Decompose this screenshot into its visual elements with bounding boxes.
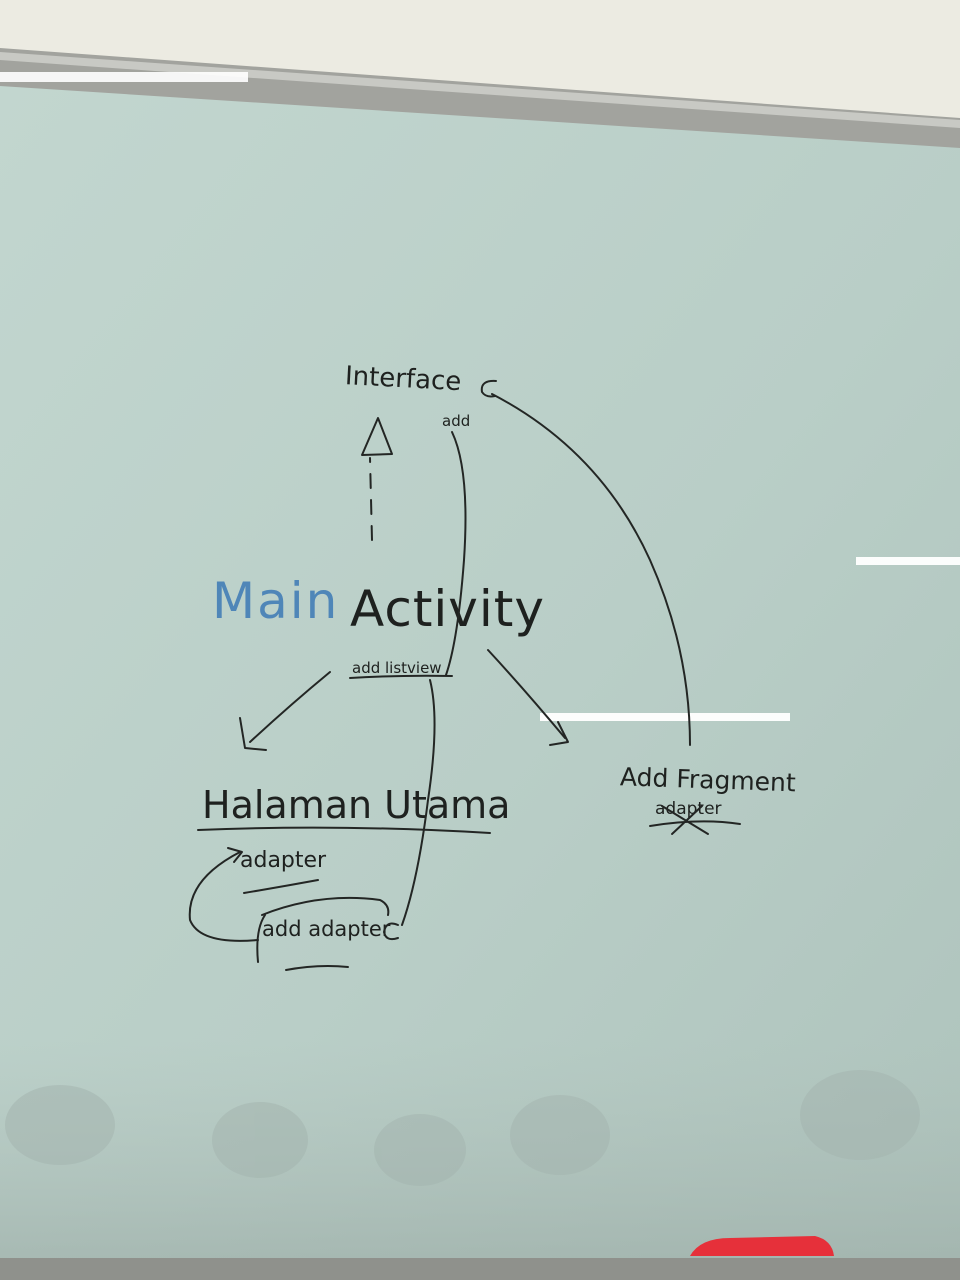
crossed-out-mark (649, 805, 741, 835)
board-surface (0, 78, 960, 1280)
add-connector (445, 431, 467, 676)
add-annotation: add (442, 412, 470, 430)
main-activity-label-main: Main (212, 572, 339, 630)
listview-adapter-connector (401, 679, 436, 926)
adapter-annotation: adapter (240, 848, 327, 873)
light-reflection (0, 72, 248, 82)
interface-fragment-connector (491, 393, 691, 746)
add-fragment-label: Add Fragment (620, 762, 797, 797)
halaman-utama-label: Halaman Utama (202, 783, 510, 827)
add-adapter-hook-mark (383, 922, 399, 941)
board-tray (0, 1258, 960, 1280)
adapter-underline (243, 879, 319, 894)
arrow-main-to-fragment (487, 649, 566, 739)
realization-arrowhead (361, 417, 393, 456)
interface-hook-mark (480, 379, 497, 398)
adapter-loop-connector (188, 851, 259, 942)
add-listview-annotation: add listview (352, 659, 442, 677)
fragment-adapter-annotation: adapter (655, 799, 722, 819)
adapter-loop-arrowhead (227, 847, 243, 863)
realization-arrow-line (369, 457, 373, 541)
add-adapter-bracket (256, 896, 390, 963)
light-reflection (540, 713, 790, 721)
add-adapter-underline (285, 965, 349, 971)
audience-reflection-heads (5, 1070, 920, 1186)
audience-reflection (0, 1040, 960, 1260)
red-marker (690, 1236, 834, 1256)
halaman-utama-underline (197, 826, 491, 834)
arrowhead-halaman (239, 717, 267, 751)
main-activity-label-activity: Activity (350, 580, 545, 638)
arrow-main-to-halaman (249, 671, 331, 743)
interface-label: Interface (344, 361, 462, 397)
add-adapter-annotation: add adapter (262, 917, 391, 941)
add-listview-underline (349, 674, 453, 679)
arrowhead-fragment (549, 721, 569, 746)
light-reflection (856, 557, 960, 565)
